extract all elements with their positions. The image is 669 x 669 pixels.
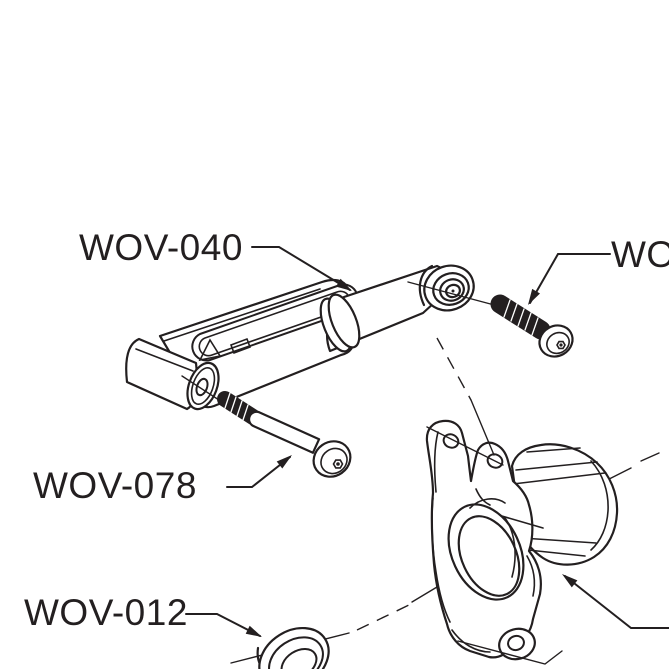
leader-hub-carrier [562, 574, 669, 629]
link-marking-A [198, 338, 222, 362]
arrowhead [245, 625, 262, 637]
upper-link-part [125, 264, 499, 411]
pivot-screw-hex-socket [556, 340, 566, 350]
hub-carrier-part [425, 419, 619, 665]
ball-to-ear-alignment-line [436, 337, 495, 456]
arrowhead [562, 574, 578, 588]
hinge-screw-part [181, 375, 352, 478]
label-pivot-screw-partial: WOV [611, 234, 669, 275]
leader-wov-040 [251, 246, 352, 291]
tab-centerline [457, 640, 563, 665]
arrowhead [528, 288, 540, 305]
ball-axis-line [407, 281, 499, 307]
hub-bore [457, 515, 521, 597]
pivot-screw-part [490, 294, 574, 358]
leader-pivot-screw [528, 253, 611, 305]
hub-bottom-tab-hole [507, 634, 525, 652]
hinge-screw-thread-lines [224, 392, 249, 421]
ear-hole-axis [426, 426, 504, 466]
link-marking-box [229, 337, 252, 355]
pivot-screw-thread-lines [503, 299, 539, 336]
hub-bore-lip [447, 503, 525, 601]
leader-wov-012 [185, 613, 262, 637]
bearing-bore [280, 647, 318, 669]
leader-wov-078 [226, 455, 292, 488]
label-wov-012: WOV-012 [24, 592, 188, 633]
label-wov-078: WOV-078 [33, 465, 197, 506]
hinge-screw-shank [248, 410, 321, 454]
label-wov-040: WOV-040 [79, 227, 243, 268]
hub-boss-ribs [512, 447, 606, 557]
arrowhead [336, 278, 352, 291]
hinge-screw-hex-socket [332, 459, 344, 469]
arrowhead [276, 455, 292, 469]
bearing-ring-part [256, 626, 330, 669]
hinge-screw-axis [181, 375, 220, 401]
